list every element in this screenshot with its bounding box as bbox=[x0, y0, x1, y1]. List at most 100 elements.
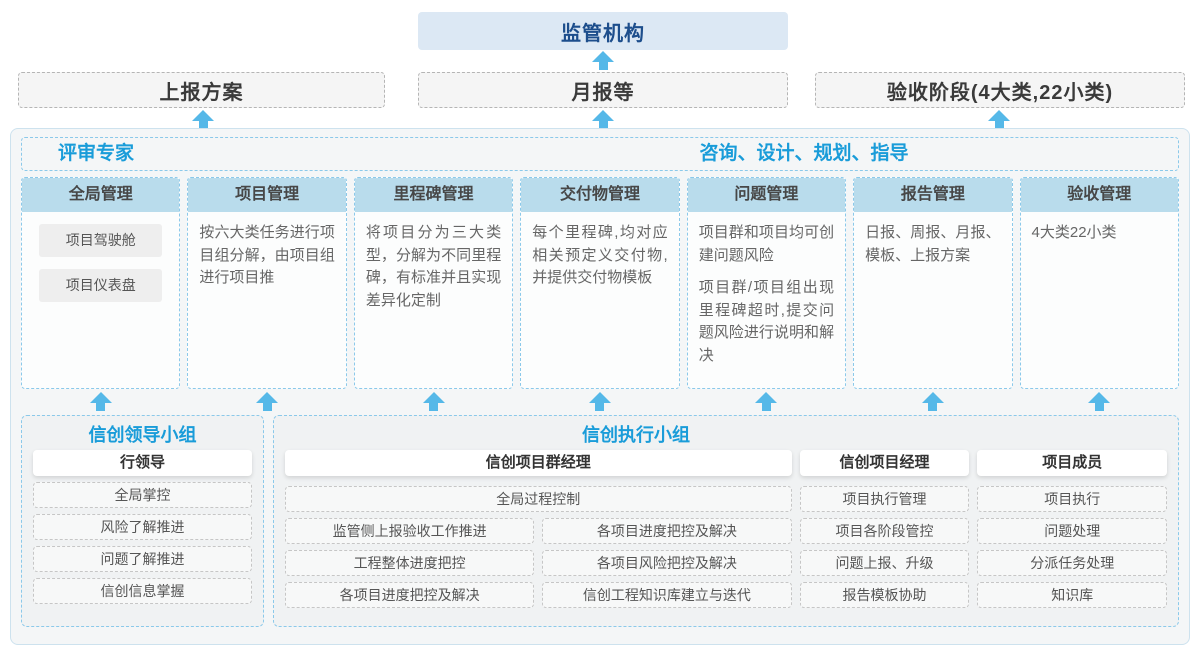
regulator-label: 监管机构 bbox=[561, 22, 645, 45]
pm-item: 各项目进度把控及解决 bbox=[542, 518, 792, 544]
pm-item: 各项目进度把控及解决 bbox=[285, 582, 535, 608]
pm-two-col: 监管侧上报验收工作推进 工程整体进度把控 各项目进度把控及解决 各项目进度把控及… bbox=[285, 512, 792, 608]
column-body: 项目群和项目均可创建问题风险 项目群/项目组出现里程碑超时,提交问题风险进行说明… bbox=[688, 212, 845, 377]
role-project-manager: 信创项目经理 bbox=[799, 450, 970, 476]
flow-box-label: 上报方案 bbox=[159, 81, 244, 104]
arrow-head bbox=[422, 392, 445, 403]
main-panel: 评审专家 咨询、设计、规划、指导 全局管理 项目驾驶舱 项目仪表盘 项目管理 按… bbox=[10, 128, 1190, 645]
column-header: 报告管理 bbox=[854, 178, 1012, 212]
arrow-stem bbox=[761, 403, 771, 411]
arrow-stem bbox=[994, 121, 1004, 129]
column-text: 4大类22小类 bbox=[1031, 224, 1117, 241]
arrow-head bbox=[592, 110, 614, 121]
arrow-stem bbox=[595, 403, 605, 411]
arrow-head bbox=[755, 392, 778, 403]
column-milestone-management: 里程碑管理 将项目分为三大类型，分解为不同里程碑，有标准并且实现差异化定制 bbox=[353, 177, 514, 389]
up-arrow-icon bbox=[89, 392, 112, 411]
role-bank-leader: 行领导 bbox=[33, 450, 252, 476]
execution-columns: 信创项目群经理 全局过程控制 监管侧上报验收工作推进 工程整体进度把控 各项目进… bbox=[285, 450, 1167, 608]
arrow-head bbox=[588, 392, 611, 403]
column-text: 将项目分为三大类型，分解为不同里程碑，有标准并且实现差异化定制 bbox=[365, 224, 502, 309]
column-text: 项目群/项目组出现里程碑超时,提交问题风险进行说明和解决 bbox=[698, 279, 835, 364]
column-issue-management: 问题管理 项目群和项目均可创建问题风险 项目群/项目组出现里程碑超时,提交问题风… bbox=[686, 177, 847, 389]
leadership-group-title: 信创领导小组 bbox=[88, 425, 197, 445]
member-item: 分派任务处理 bbox=[977, 550, 1167, 576]
arrow-stem bbox=[96, 403, 106, 411]
column-arrows bbox=[21, 389, 1179, 415]
review-experts-label: 评审专家 bbox=[58, 143, 135, 164]
member-item: 问题处理 bbox=[977, 518, 1167, 544]
pm-item: 监管侧上报验收工作推进 bbox=[285, 518, 535, 544]
arrow-head bbox=[89, 392, 112, 403]
arrow-cell bbox=[21, 392, 180, 411]
pm-item: 各项目风险把控及解决 bbox=[542, 550, 792, 576]
column-header: 问题管理 bbox=[687, 178, 846, 212]
arrow-stem bbox=[262, 403, 272, 411]
column-report-management: 报告管理 日报、周报、月报、模板、上报方案 bbox=[853, 177, 1013, 389]
column-global-management: 全局管理 项目驾驶舱 项目仪表盘 bbox=[21, 177, 181, 389]
program-manager-zone: 信创项目群经理 全局过程控制 监管侧上报验收工作推进 工程整体进度把控 各项目进… bbox=[285, 450, 792, 608]
pjm-item: 问题上报、升级 bbox=[799, 550, 970, 576]
pjm-item: 项目执行管理 bbox=[799, 486, 970, 512]
flow-box-monthly-report: 月报等 bbox=[418, 72, 788, 108]
arrow-head bbox=[256, 392, 279, 403]
arrow-cell bbox=[1020, 392, 1179, 411]
column-header: 项目管理 bbox=[188, 178, 346, 212]
flow-box-label: 月报等 bbox=[571, 81, 635, 104]
arrow-stem bbox=[429, 403, 439, 411]
column-header: 里程碑管理 bbox=[354, 178, 513, 212]
role-program-manager: 信创项目群经理 bbox=[285, 450, 792, 476]
arrow-cell bbox=[853, 392, 1012, 411]
management-columns: 全局管理 项目驾驶舱 项目仪表盘 项目管理 按六大类任务进行项目组分解，由项目组… bbox=[21, 177, 1179, 389]
arrow-cell bbox=[187, 392, 346, 411]
flow-box-acceptance-stage: 验收阶段(4大类,22小类) bbox=[815, 72, 1185, 108]
regulator-box: 监管机构 bbox=[418, 12, 788, 50]
column-body: 4大类22小类 bbox=[1021, 212, 1178, 255]
leadership-item: 全局掌控 bbox=[33, 482, 252, 508]
pm-col-a: 监管侧上报验收工作推进 工程整体进度把控 各项目进度把控及解决 bbox=[285, 512, 535, 608]
pm-item: 信创工程知识库建立与迭代 bbox=[542, 582, 792, 608]
pm-col-b: 各项目进度把控及解决 各项目风险把控及解决 信创工程知识库建立与迭代 bbox=[542, 512, 792, 608]
column-header: 交付物管理 bbox=[521, 178, 679, 212]
up-arrow-icon bbox=[592, 110, 614, 129]
execution-group-title: 信创执行小组 bbox=[582, 425, 690, 445]
pjm-item: 报告模板协助 bbox=[799, 582, 970, 608]
advisor-row: 评审专家 咨询、设计、规划、指导 bbox=[21, 137, 1179, 171]
column-text: 日报、周报、月报、模板、上报方案 bbox=[865, 224, 1001, 264]
tag-project-dashboard: 项目仪表盘 bbox=[39, 269, 163, 302]
column-body: 每个里程碑,均对应相关预定义交付物,并提供交付物模板 bbox=[521, 212, 678, 300]
column-project-management: 项目管理 按六大类任务进行项目组分解，由项目组进行项目推 bbox=[187, 177, 347, 389]
column-body: 日报、周报、月报、模板、上报方案 bbox=[854, 212, 1011, 277]
up-arrow-icon bbox=[592, 51, 614, 70]
column-text: 按六大类任务进行项目组分解，由项目组进行项目推 bbox=[199, 224, 335, 286]
flow-box-label: 验收阶段(4大类,22小类) bbox=[886, 81, 1114, 104]
leadership-item: 问题了解推进 bbox=[33, 546, 252, 572]
column-header: 验收管理 bbox=[1020, 178, 1178, 212]
pm-item: 工程整体进度把控 bbox=[285, 550, 535, 576]
bottom-groups: 信创领导小组 行领导 全局掌控 风险了解推进 问题了解推进 信创信息掌握 信创执… bbox=[21, 415, 1179, 627]
column-body: 按六大类任务进行项目组分解，由项目组进行项目推 bbox=[188, 212, 345, 300]
up-arrow-icon bbox=[422, 392, 445, 411]
consulting-label: 咨询、设计、规划、指导 bbox=[699, 143, 909, 164]
arrow-stem bbox=[598, 62, 608, 70]
column-header: 全局管理 bbox=[22, 178, 180, 212]
pjm-item: 项目各阶段管控 bbox=[799, 518, 970, 544]
member-zone: 项目成员 项目执行 问题处理 分派任务处理 知识库 bbox=[977, 450, 1167, 608]
leadership-item: 信创信息掌握 bbox=[33, 578, 252, 604]
column-body: 将项目分为三大类型，分解为不同里程碑，有标准并且实现差异化定制 bbox=[355, 212, 512, 322]
arrow-stem bbox=[928, 403, 938, 411]
member-item: 项目执行 bbox=[977, 486, 1167, 512]
column-acceptance-management: 验收管理 4大类22小类 bbox=[1019, 177, 1179, 389]
up-arrow-icon bbox=[755, 392, 778, 411]
project-manager-zone: 信创项目经理 项目执行管理 项目各阶段管控 问题上报、升级 报告模板协助 bbox=[799, 450, 970, 608]
arrow-head bbox=[1088, 392, 1111, 403]
pm-full-item: 全局过程控制 bbox=[285, 486, 792, 512]
leadership-group: 信创领导小组 行领导 全局掌控 风险了解推进 问题了解推进 信创信息掌握 bbox=[21, 415, 264, 627]
column-body: 项目驾驶舱 项目仪表盘 bbox=[22, 212, 179, 324]
role-project-member: 项目成员 bbox=[977, 450, 1167, 476]
arrow-stem bbox=[598, 121, 608, 129]
arrow-head bbox=[988, 110, 1010, 121]
arrow-cell bbox=[520, 392, 679, 411]
arrow-head bbox=[921, 392, 944, 403]
